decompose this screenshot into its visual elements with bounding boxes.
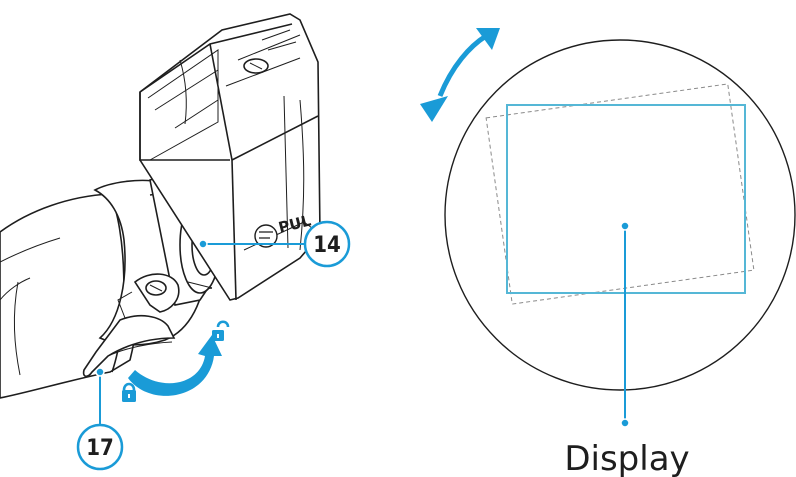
callout-17-badge — [76, 423, 124, 471]
callout-14-badge — [303, 220, 351, 268]
unlock-icon — [212, 320, 230, 341]
callout-17-dot — [95, 367, 105, 377]
callout-17: 17 — [76, 367, 124, 471]
callout-14: 14 — [198, 220, 351, 268]
callout-14-dot — [198, 239, 208, 249]
double-arrow-rotate-icon — [420, 28, 500, 122]
rotate-arrow-icon — [128, 335, 222, 396]
lock-icon — [122, 382, 136, 402]
callout-17-label: 17 — [86, 436, 114, 461]
display-rotated-outline — [485, 83, 755, 305]
display-caption-dot — [620, 418, 630, 428]
display-caption: Display — [564, 439, 689, 477]
locking-lever — [82, 273, 180, 378]
callout-14-label: 14 — [313, 233, 341, 258]
brand-logo: PUL — [254, 211, 313, 248]
display-view: Display — [420, 28, 796, 477]
display-center-dot — [620, 221, 630, 231]
eyepiece-field-circle — [444, 39, 796, 391]
scope-tube — [0, 193, 141, 399]
device-illustration: PUL — [0, 13, 351, 471]
